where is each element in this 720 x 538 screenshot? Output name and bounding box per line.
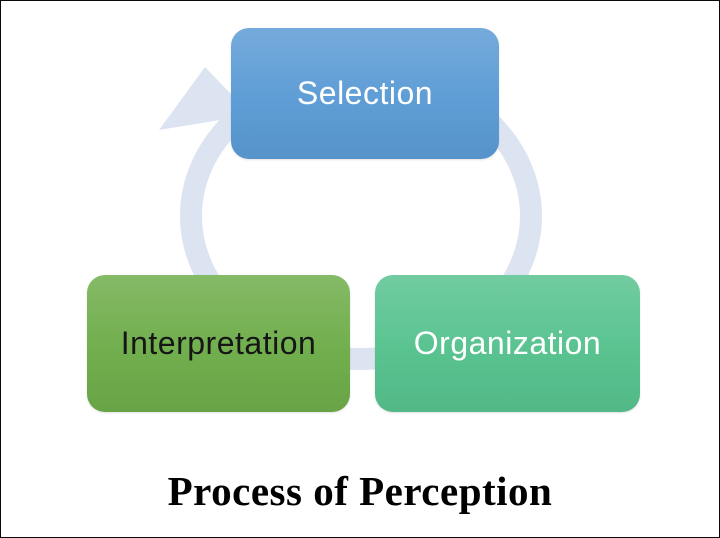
slide-title: Process of Perception: [167, 468, 553, 514]
node-organization-label: Organization: [413, 325, 602, 361]
node-selection: Selection: [231, 28, 499, 159]
node-interpretation-label: Interpretation: [120, 325, 317, 361]
node-selection-label: Selection: [296, 75, 434, 111]
node-interpretation: Interpretation: [87, 275, 350, 412]
node-organization: Organization: [375, 275, 640, 412]
cycle-arrowhead-icon: [159, 67, 251, 130]
